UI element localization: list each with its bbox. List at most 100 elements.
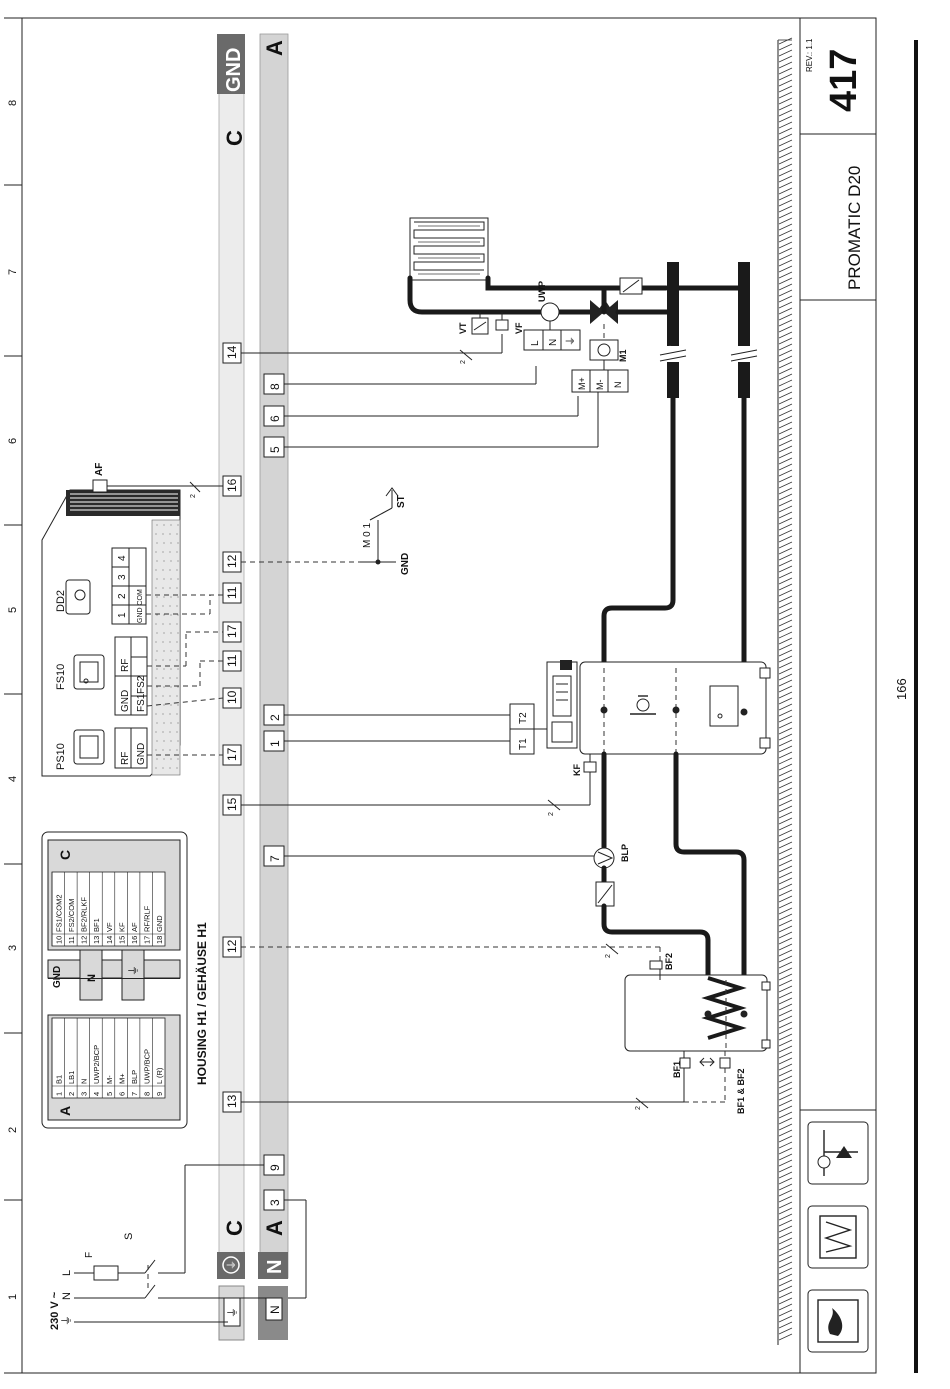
svg-text:2: 2: [635, 1106, 642, 1110]
pump-valve-icon: [807, 1121, 869, 1185]
housing-label: HOUSING H1 / GEHÄUSE H1: [194, 922, 209, 1085]
svg-text:3: 3: [117, 574, 128, 580]
c-terminal-row-name: FS2/COM: [67, 899, 76, 932]
fs10-label: FS10: [55, 664, 67, 690]
hydraulic-pipes: UWP L N ⏚ VT VF M1 M+ M- N: [407, 217, 771, 1114]
c-terminal-13: 13: [225, 1094, 239, 1108]
svg-text:L: L: [61, 1270, 73, 1276]
c-terminal-row-num: 18: [155, 936, 164, 944]
c-terminal-12b: 12: [225, 554, 239, 568]
blp-label: BLP: [620, 844, 630, 862]
c-terminal-row-num: 15: [117, 936, 126, 944]
a-terminal-row-name: L (R): [155, 1067, 164, 1084]
column-number: 1: [7, 1294, 19, 1300]
n-bus-label: N: [264, 1260, 286, 1274]
bus-c-label-bottom: C: [222, 1220, 247, 1236]
svg-text:N: N: [548, 339, 559, 346]
c-terminal-14: 14: [225, 345, 239, 359]
svg-text:M+: M+: [577, 377, 587, 390]
svg-text:M 0 1: M 0 1: [362, 523, 373, 548]
c-terminal-row-name: BF2/RLKF: [80, 897, 89, 932]
a-terminal-2: 2: [268, 714, 282, 721]
c-terminal-row-num: 16: [130, 936, 139, 944]
c-terminal-17b: 17: [225, 624, 239, 638]
bus-a-label-top: A: [262, 40, 287, 56]
bf2-label: BF2: [664, 953, 674, 970]
storage-tank-icon: [807, 1205, 869, 1269]
bus-c-label-top: C: [222, 130, 247, 146]
column-number: 4: [7, 776, 19, 782]
bus-a-label-bottom: A: [262, 1220, 287, 1236]
title-block: REV.: 1.1 417 PROMATIC D20: [800, 38, 876, 1353]
bf2-sensor: [649, 960, 663, 970]
dd2-label: DD2: [55, 590, 67, 612]
svg-text:⏚: ⏚: [60, 1315, 73, 1326]
gnd-bus-label: GND: [223, 48, 245, 92]
mo1-contact: M 0 1 ST GND: [360, 487, 411, 575]
svg-text:GND: GND: [52, 966, 63, 988]
column-number: 8: [7, 100, 19, 106]
uwp-label: UWP: [537, 281, 547, 302]
svg-text:RF: RF: [120, 659, 131, 672]
m1-motor: [589, 339, 619, 361]
column-number: 2: [7, 1127, 19, 1133]
svg-text:2: 2: [548, 812, 555, 816]
c-terminals: 13 12 15 17 10 11 17 11 12 16 14: [222, 342, 242, 1113]
svg-text:C: C: [57, 850, 73, 860]
svg-text:⏚: ⏚: [127, 965, 140, 976]
c-terminal-row-name: AF: [130, 922, 139, 932]
a-terminal-row-name: M+: [117, 1073, 126, 1084]
a-terminal-1: 1: [268, 740, 282, 747]
kf-sensor: [583, 761, 597, 773]
c-terminal-row-num: 17: [142, 936, 151, 944]
c-terminal-12: 12: [225, 939, 239, 953]
svg-text:N: N: [61, 1292, 73, 1300]
svg-text:GND: GND: [136, 743, 147, 765]
a-terminal-row-num: 5: [105, 1092, 114, 1096]
kf-label: KF: [572, 764, 582, 776]
gnd-bus-end: [217, 34, 245, 94]
svg-text:GND COM: GND COM: [137, 589, 144, 623]
c-terminal-row-name: BF1: [92, 918, 101, 932]
c-terminal-11: 11: [225, 654, 239, 667]
st-label: ST: [396, 495, 407, 508]
a-terminal-row-name: UWP2/BCP: [92, 1045, 101, 1084]
c-terminal-17: 17: [225, 747, 239, 761]
revision-label: REV.: 1.1: [805, 38, 814, 72]
ps10-label: PS10: [55, 743, 67, 770]
terminal-legend: A 1B12LB13N4UWP2/BCP5M-6M+7BLP8UWP/BCP9L…: [41, 831, 188, 1129]
c-terminal-row-name: KF: [117, 922, 126, 932]
a-terminal-row-num: 6: [117, 1092, 126, 1096]
a-terminal-row-name: M-: [105, 1075, 114, 1084]
power-supply: 230 V ~ ⏚ N L F S: [49, 1164, 307, 1330]
svg-text:4: 4: [117, 555, 128, 561]
terminal-9: 9: [268, 1164, 282, 1171]
housing-vent: [70, 493, 179, 769]
floor-hatching: [778, 37, 793, 1341]
a-terminal-3: 3: [268, 1199, 282, 1206]
vf-label: VF: [514, 322, 524, 334]
svg-text:T2: T2: [518, 712, 529, 724]
floor-heating-coil: [409, 217, 489, 281]
c-terminal-row-name: GND: [155, 915, 164, 932]
boiler: [579, 661, 767, 755]
c-terminal-row-num: 14: [105, 936, 114, 944]
svg-text:RF: RF: [120, 752, 131, 765]
vt-label: VT: [458, 322, 468, 334]
bus-a: A A N: [258, 33, 289, 1279]
column-number: 6: [7, 438, 19, 444]
svg-text:2: 2: [460, 360, 467, 364]
a-terminal-row-name: UWP/BCP: [142, 1049, 151, 1084]
svg-text:⏚: ⏚: [565, 336, 577, 346]
c-terminal-row-num: 10: [55, 936, 64, 944]
a-terminal-row-name: N: [80, 1079, 89, 1084]
column-number: 7: [7, 269, 19, 275]
a-terminal-row-num: 2: [67, 1092, 76, 1096]
c-terminal-11b: 11: [225, 586, 239, 599]
svg-text:L: L: [530, 340, 541, 346]
room-unit-wires: [146, 594, 224, 756]
product-name: PROMATIC D20: [845, 166, 864, 290]
c-terminal-row-name: VF: [105, 922, 114, 932]
bf1-label: BF1: [672, 1061, 682, 1078]
a-terminal-5: 5: [268, 446, 282, 453]
